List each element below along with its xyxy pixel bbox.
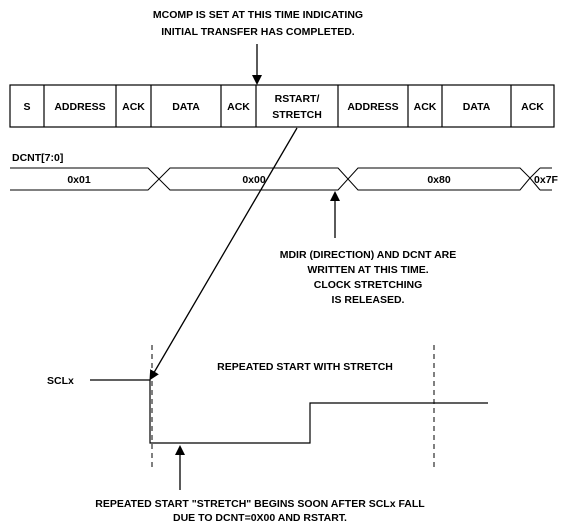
dcnt-bus: [10, 167, 552, 191]
dcnt-value-2: 0x00: [242, 174, 266, 186]
frame-border: [9, 84, 555, 128]
scl-title: REPEATED START WITH STRETCH: [217, 361, 393, 373]
protocol-frame: S ADDRESS ACK DATA ACK RSTART/ STRETCH A…: [9, 84, 555, 128]
frame-cell-stretch: STRETCH: [272, 109, 322, 121]
bottom-annotation-line1: REPEATED START "STRETCH" BEGINS SOON AFT…: [95, 498, 425, 510]
dcnt-label: DCNT[7:0]: [12, 152, 63, 164]
dcnt-value-4: 0x7F: [534, 174, 559, 186]
top-annotation-line2: INITIAL TRANSFER HAS COMPLETED.: [161, 26, 355, 38]
top-annotation-line1: MCOMP IS SET AT THIS TIME INDICATING: [153, 9, 363, 21]
frame-cell-ack-3: ACK: [414, 101, 437, 113]
frame-cell-address-1: ADDRESS: [54, 101, 105, 113]
middle-annotation-line4: IS RELEASED.: [332, 294, 405, 306]
frame-cell-start: S: [23, 101, 30, 113]
dcnt-value-1: 0x01: [67, 174, 91, 186]
frame-cell-data-1: DATA: [172, 101, 200, 113]
frame-cell-rstart: RSTART/: [275, 93, 320, 105]
dcnt-value-3: 0x80: [427, 174, 451, 186]
frame-cell-ack-4: ACK: [521, 101, 544, 113]
frame-cell-data-2: DATA: [463, 101, 491, 113]
scl-waveform: [90, 379, 488, 444]
middle-annotation-line3: CLOCK STRETCHING: [314, 279, 423, 291]
rstart-to-scl-arrow: [149, 127, 298, 381]
frame-cell-ack-1: ACK: [122, 101, 145, 113]
middle-annotation-line2: WRITTEN AT THIS TIME.: [307, 264, 428, 276]
middle-annotation-line1: MDIR (DIRECTION) AND DCNT ARE: [280, 249, 457, 261]
scl-label: SCLx: [47, 375, 74, 387]
frame-cell-address-2: ADDRESS: [347, 101, 398, 113]
frame-cell-ack-2: ACK: [227, 101, 250, 113]
bottom-annotation-line2: DUE TO DCNT=0X00 AND RSTART.: [173, 512, 347, 524]
